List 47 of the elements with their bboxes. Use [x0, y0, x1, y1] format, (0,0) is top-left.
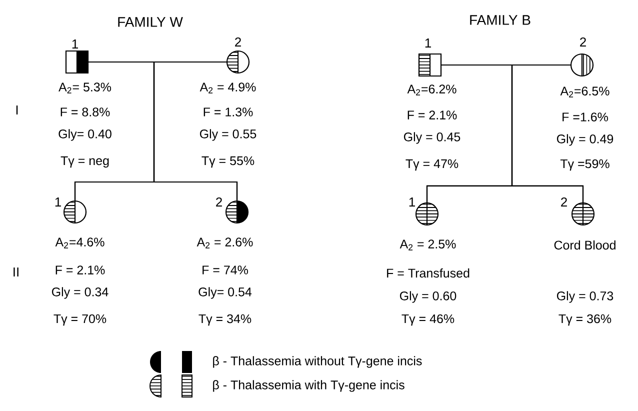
lab-value: A$_{2}$=4.6% [55, 238, 104, 248]
pedigree-line [153, 61, 238, 200]
individual-number: 1 [55, 198, 61, 206]
legend-text: β - Thalassemia without Tγ-gene incis [213, 356, 422, 368]
lab-value: A$_{2}$=6.2% [407, 84, 456, 96]
lab-value: Tγ = 36% [558, 314, 612, 326]
lab-value: Gly = 0.45 [404, 132, 460, 144]
lab-value: Cord Blood [554, 240, 616, 250]
lab-value: Gly = 0.60 [400, 291, 456, 303]
lab-value: F = 8.8% [60, 108, 110, 116]
family-title: FAMILY B [470, 15, 530, 25]
lab-value: Gly= 0.40 [58, 129, 112, 141]
lab-value: A$_{2}$ = 2.6% [196, 238, 253, 248]
individual-number: 1 [409, 198, 415, 206]
lab-value: A$_{2}$=6.5% [560, 86, 610, 98]
generation-numeral: II [14, 268, 18, 276]
individual-number: 2 [561, 197, 567, 207]
lab-value: A$_{2}$ = 2.5% [400, 240, 456, 250]
lab-value: Gly= 0.54 [198, 287, 252, 299]
lab-value: F = 2.1% [56, 266, 105, 274]
lab-value: Gly = 0.55 [200, 129, 256, 141]
lab-value: Tγ = 34% [198, 314, 252, 326]
individual-number: 2 [580, 37, 586, 47]
legend-text: β - Thalassemia with Tγ-gene incis [213, 380, 404, 392]
lab-value: F = 1.3% [204, 108, 253, 116]
individual-number: 1 [72, 40, 78, 48]
lab-value: Tγ = 70% [54, 314, 106, 326]
lab-value: Gly = 0.49 [556, 134, 614, 146]
lab-value: F = 74% [202, 266, 248, 274]
lab-value: Gly = 0.34 [52, 287, 108, 299]
lab-value: Tγ =59% [560, 159, 610, 171]
lab-value: Tγ = neg [60, 156, 109, 168]
lab-value: F = 2.1% [408, 110, 457, 120]
individual-number: 2 [216, 197, 222, 207]
family-title: FAMILY W [118, 17, 183, 27]
lab-value: Tγ = 46% [402, 314, 454, 326]
lab-value: Tγ = 55% [202, 156, 254, 168]
lab-value: A$_{2}$= 5.3% [58, 82, 112, 94]
pedigree-line [511, 64, 584, 202]
individual-number: 2 [235, 37, 241, 47]
lab-value: A$_{2}$ = 4.9% [200, 82, 256, 94]
lab-value: Gly = 0.73 [556, 291, 614, 303]
lab-value: F = Transfused [387, 268, 470, 278]
individual-number: 1 [425, 38, 431, 48]
lab-value: Tγ = 47% [406, 159, 458, 171]
lab-value: F =1.6% [562, 112, 608, 122]
generation-numeral: I [16, 106, 18, 114]
